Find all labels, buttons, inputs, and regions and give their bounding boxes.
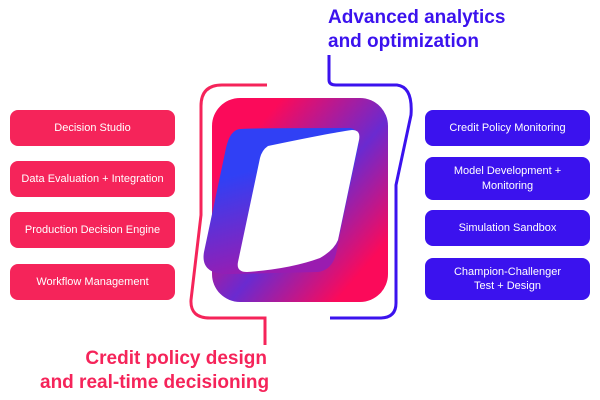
credit-policy-monitoring-box: Credit Policy Monitoring [425,110,590,146]
pink-bracket-line [189,83,267,345]
top-heading: Advanced analytics and optimization [328,6,505,54]
logo-icon [203,98,388,302]
workflow-management-box: Workflow Management [10,264,175,300]
production-engine-box: Production Decision Engine [10,212,175,248]
top-heading-line2: and optimization [328,31,479,52]
champion-challenger-box: Champion-Challenger Test + Design [425,258,590,300]
bottom-heading-line2: and real-time decisioning [40,372,270,393]
blue-bracket-line [327,55,413,320]
top-heading-line1: Advanced analytics [328,7,506,28]
simulation-sandbox-box: Simulation Sandbox [425,210,590,246]
bottom-heading-line1: Credit policy design [85,348,267,369]
data-evaluation-box: Data Evaluation + Integration [10,161,175,197]
bottom-heading: Credit policy design and real-time decis… [40,347,269,395]
decision-studio-box: Decision Studio [10,110,175,146]
model-development-box: Model Development + Monitoring [425,157,590,200]
